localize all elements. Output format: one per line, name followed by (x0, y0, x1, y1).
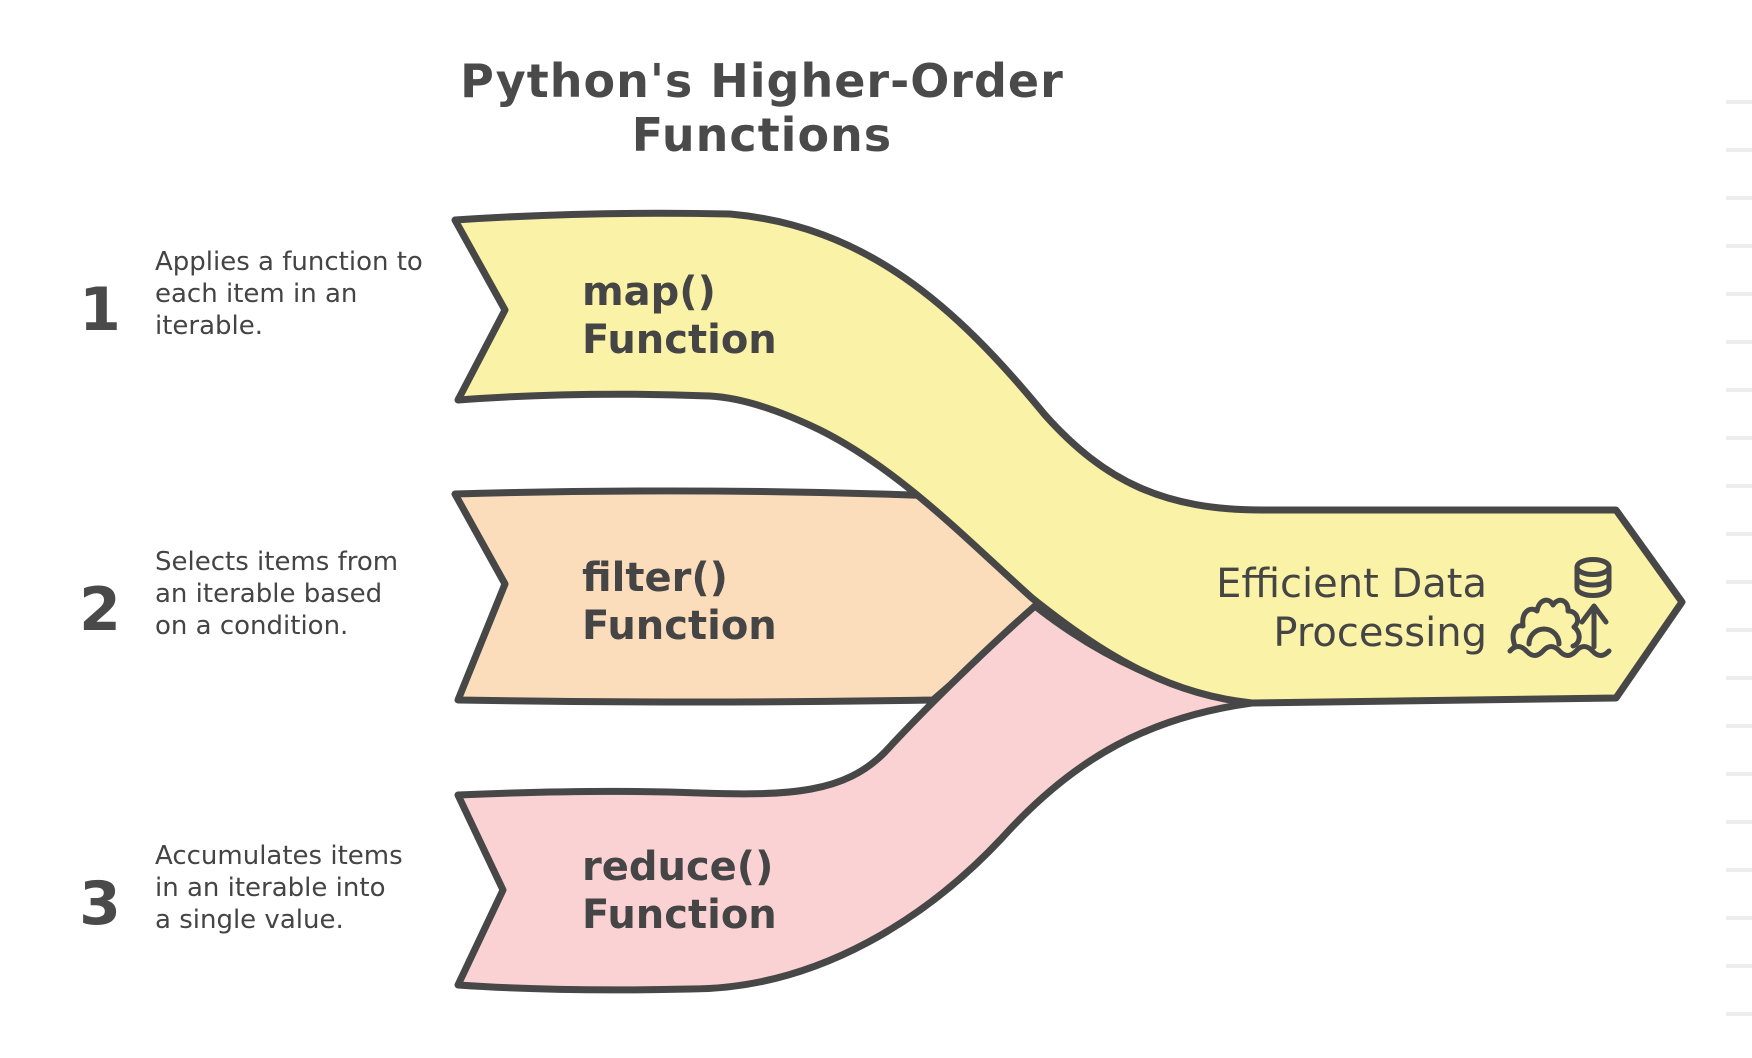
map-function-label: map() Function (582, 268, 942, 364)
filter-function-label: filter() Function (582, 554, 942, 650)
reduce-function-name: reduce() (582, 844, 774, 890)
map-arrow-band (451, 209, 1686, 707)
step-2-line-3: on a condition. (155, 611, 349, 641)
step-3-line-1: Accumulates items (155, 841, 403, 871)
step-1-line-2: each item in an (155, 279, 358, 309)
gear-in-water-icon (1507, 597, 1612, 658)
reduce-function-word: Function (582, 892, 777, 938)
up-arrow-icon (1579, 603, 1609, 650)
step-2-line-2: an iterable based (155, 579, 383, 609)
filter-function-name: filter() (582, 555, 728, 601)
result-icons (1507, 557, 1612, 658)
filter-function-word: Function (582, 603, 777, 649)
map-function-word: Function (582, 317, 777, 363)
step-3-number: 3 (79, 869, 121, 939)
database-icon (1574, 557, 1612, 598)
step-1-description: Applies a function to each item in an it… (155, 246, 455, 342)
ruled-paper-lines (1726, 100, 1752, 1016)
step-1-number: 1 (79, 275, 121, 345)
result-line-1: Efficient Data (1216, 561, 1487, 607)
step-2-number: 2 (79, 575, 121, 645)
result-label: Efficient Data Processing (1037, 560, 1487, 658)
step-3-line-2: in an iterable into (155, 873, 386, 903)
step-3-description: Accumulates items in an iterable into a … (155, 840, 455, 936)
map-function-name: map() (582, 269, 716, 315)
reduce-function-label: reduce() Function (582, 843, 942, 939)
step-1-line-3: iterable. (155, 311, 264, 341)
step-2-description: Selects items from an iterable based on … (155, 546, 455, 642)
page-title: Python's Higher-Order Functions (460, 54, 1064, 162)
result-line-2: Processing (1273, 610, 1487, 656)
step-1-line-1: Applies a function to (155, 247, 423, 277)
step-2-line-1: Selects items from (155, 547, 399, 577)
step-3-line-3: a single value. (155, 905, 344, 935)
